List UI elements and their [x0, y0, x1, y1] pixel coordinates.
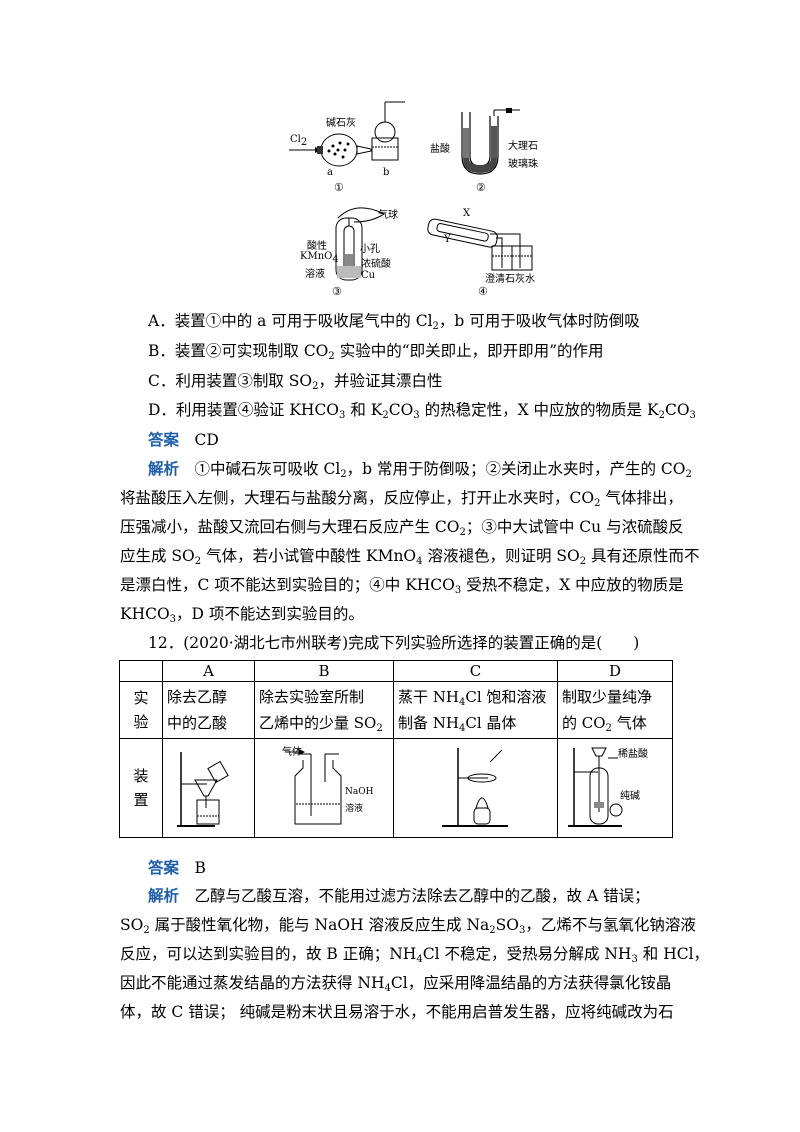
header-b: B — [254, 660, 394, 682]
q12-answer: 答案 B — [148, 858, 206, 877]
cell-b-apparatus: 气体 NaOH 溶液 — [254, 738, 394, 838]
header-d: D — [557, 660, 673, 682]
q11-answer: 答案 CD — [148, 430, 219, 449]
figure-3 — [328, 204, 388, 284]
figure-2-number: ② — [476, 181, 486, 194]
header-c: C — [393, 660, 558, 682]
row-label-experiment: 实验 — [119, 681, 163, 739]
balloon-label: 气球 — [378, 210, 398, 221]
figure-3-number: ③ — [332, 285, 342, 298]
filtration-figure — [177, 752, 229, 827]
q11-analysis-line-5: 是漂白性，C 项不能达到实验目的；④中 KHCO3 受热不稳定，X 中应放的物质… — [120, 576, 684, 596]
q11-analysis-line-4: 应生成 SO2 气体，若小试管中酸性 KMnO4 溶液褪色，则证明 SO2 具有… — [120, 547, 700, 567]
q11-analysis-line-1: 解析 ①中碱石灰可吸收 Cl2，b 常用于防倒吸；②关闭止水夹时，产生的 CO2 — [148, 459, 692, 480]
row-label-apparatus: 装置 — [119, 738, 163, 838]
figure-4 — [420, 212, 545, 274]
option-b: B．装置②可实现制取 CO2 实验中的“即关即止，即开即用”的作用 — [148, 342, 604, 362]
q11-analysis-line-2: 将盐酸压入左侧，大理石与盐酸分离，反应停止，打开止水夹时，CO2 气体排出， — [120, 489, 683, 509]
figure-1-number: ① — [334, 181, 344, 194]
gas-generator-figure — [568, 747, 623, 827]
option-c: C．利用装置③制取 SO2，并验证其漂白性 — [148, 372, 443, 392]
gas-label: 气体 — [282, 747, 302, 758]
label-a: a — [327, 167, 333, 178]
soda-lime-label: 碱石灰 — [326, 118, 356, 129]
naoh-solution-label: 溶液 — [345, 804, 364, 814]
cell-c-apparatus — [393, 738, 558, 838]
q12-analysis-line-1: 解析 乙醇与乙酸互溶，不能用过滤方法除去乙醇中的乙酸，故 A 错误； — [148, 886, 650, 905]
h2so4-label: 浓硫酸 — [361, 259, 391, 270]
q11-analysis-line-3: 压强减小，盐酸又流回右侧与大理石反应产生 CO2；③中大试管中 Cu 与浓硫酸反 — [120, 518, 684, 538]
cell-d-apparatus: 稀盐酸 纯碱 — [557, 738, 673, 838]
kmno4-label: KMnO4 — [300, 251, 339, 265]
q11-analysis-line-6: KHCO3，D 项不能达到实验目的。 — [120, 605, 364, 625]
evaporation-figure — [442, 748, 508, 827]
q12-table: A B C D 实验 除去乙醇中的乙酸 除去实验室所制乙烯中的少量 SO2 蒸干… — [119, 660, 673, 838]
solution-label: 溶液 — [305, 269, 325, 280]
q12-analysis-line-5: 体，故 C 错误； 纯碱是粉末状且易溶于水，不能用启普发生器，应将纯碱改为石 — [120, 1003, 674, 1021]
option-a: A．装置①中的 a 可用于吸收尾气中的 Cl2，b 可用于吸收气体时防倒吸 — [148, 312, 640, 332]
x-label: X — [463, 208, 471, 219]
label-b: b — [383, 167, 390, 178]
cell-a-apparatus — [162, 738, 255, 838]
figure-2 — [450, 108, 550, 178]
dilute-hcl-label: 稀盐酸 — [618, 749, 648, 760]
cu-label: Cu — [361, 270, 376, 281]
cell-c-experiment: 蒸干 NH4Cl 饱和溶液制备 NH4Cl 晶体 — [393, 681, 558, 739]
y-label: Y — [444, 234, 451, 245]
q12-stem: 12．(2020·湖北七市州联考)完成下列实验所选择的装置正确的是( ) — [148, 634, 640, 652]
cell-b-experiment: 除去实验室所制乙烯中的少量 SO2 — [254, 681, 394, 739]
q12-analysis-line-4: 因此不能通过蒸发结晶的方法获得 NH4Cl，应采用降温结晶的方法获得氯化铵晶 — [120, 974, 672, 994]
option-d: D．利用装置④验证 KHCO3 和 K2CO3 的热稳定性，X 中应放的物质是 … — [148, 401, 696, 421]
figure-1 — [285, 100, 410, 198]
q12-analysis-line-3: 反应，可以达到实验目的，故 B 正确；NH4Cl 不稳定，受热易分解成 NH3 … — [120, 945, 710, 965]
q12-analysis-line-2: SO2 属于酸性氧化物，能与 NaOH 溶液反应生成 Na2SO3，乙烯不与氢氧… — [120, 916, 696, 936]
acid-label: 酸性 — [307, 241, 327, 252]
cell-d-experiment: 制取少量纯净的 CO2 气体 — [557, 681, 673, 739]
limewater-label: 澄清石灰水 — [485, 274, 535, 285]
cl2-label: Cl2 — [290, 134, 308, 148]
naoh-label: NaOH — [345, 787, 374, 797]
table-corner — [119, 660, 163, 682]
marble-label: 大理石 — [508, 141, 538, 152]
hole-label: 小孔 — [360, 244, 380, 255]
soda-label: 纯碱 — [620, 791, 640, 802]
beads-label: 玻璃珠 — [508, 159, 538, 170]
cell-a-experiment: 除去乙醇中的乙酸 — [162, 681, 255, 739]
gas-washing-figure — [285, 749, 342, 825]
header-a: A — [162, 660, 255, 682]
figure-4-number: ④ — [478, 285, 488, 298]
hcl-label: 盐酸 — [430, 144, 450, 155]
